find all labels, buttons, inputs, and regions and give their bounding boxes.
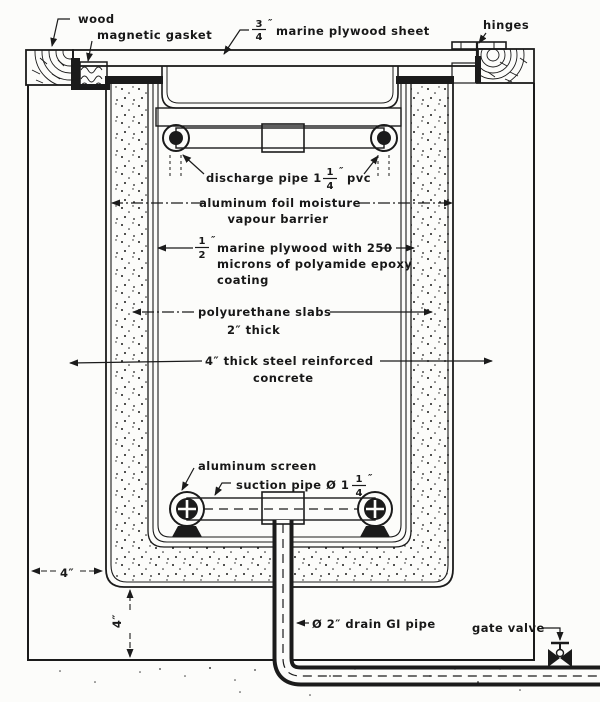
wood-grain <box>477 49 528 83</box>
screen-cross-right <box>366 500 384 518</box>
discharge-port-left-core <box>169 131 183 145</box>
screen-base-left <box>172 526 202 537</box>
foil-label-line1: aluminum foil moisture <box>199 196 361 210</box>
lid-inner-board <box>155 107 402 127</box>
concrete-line1: 4″ thick steel reinforced <box>205 354 374 368</box>
plywood-sheet-label: marine plywood sheet <box>276 24 430 38</box>
label-wall-plywood: 1 2 ″ marine plywood with 250 microns of… <box>157 235 415 287</box>
fraction-numerator: 1 <box>199 236 206 247</box>
dimension-slab-thickness: 4″ <box>110 589 134 658</box>
wall-plywood-line3: coating <box>217 273 269 287</box>
label-gate-valve: gate valve <box>472 621 564 641</box>
discharge-junction-box <box>261 123 305 153</box>
valve-bonnet <box>555 648 565 658</box>
polyurethane-line2: 2″ thick <box>227 323 280 337</box>
wall-plywood-line1: marine plywood with 250 <box>217 241 392 255</box>
discharge-pipe-assembly <box>162 123 398 179</box>
inch-mark: ″ <box>268 18 273 29</box>
label-hinges: hinges <box>478 18 529 44</box>
polyurethane-insulation <box>113 84 449 581</box>
wood-grain <box>31 50 73 85</box>
screen-cross-left <box>178 500 196 518</box>
tank-rim-left <box>105 76 163 84</box>
label-polyurethane: polyurethane slabs 2″ thick <box>132 305 433 337</box>
inch-mark: ″ <box>368 473 373 484</box>
fraction-denominator: 4 <box>327 181 334 192</box>
label-discharge-pipe: discharge pipe 1 1 4 ″ pvc <box>182 154 379 192</box>
tank-rim-right <box>396 76 454 84</box>
magnetic-gasket-label: magnetic gasket <box>97 28 212 42</box>
drain-pipe <box>272 520 600 687</box>
dim-horizontal-text: 4″ <box>60 566 74 580</box>
fraction-numerator: 3 <box>256 19 263 30</box>
inch-mark: ″ <box>211 235 216 246</box>
magnetic-gasket <box>79 61 108 90</box>
screen-base-right <box>360 526 390 537</box>
label-suction-pipe: suction pipe Ø 1 1 4 ″ <box>214 473 373 499</box>
wall-plywood-line2: microns of polyamide epoxy <box>217 257 412 271</box>
label-aluminum-screen: aluminum screen <box>181 459 317 491</box>
foil-label-line2: vapour barrier <box>228 212 329 226</box>
aluminum-screen-label: aluminum screen <box>198 459 317 473</box>
label-magnetic-gasket: magnetic gasket <box>86 28 212 62</box>
gasket-seat <box>74 84 110 90</box>
drip-marks <box>169 155 390 179</box>
gate-valve <box>548 641 572 667</box>
annotations: wood magnetic gasket 3 4 ″ marine plywoo… <box>31 12 564 658</box>
discharge-port-right <box>370 124 398 152</box>
fraction-numerator: 1 <box>327 167 334 178</box>
hinges-label: hinges <box>483 18 529 32</box>
gate-valve-label: gate valve <box>472 621 545 635</box>
suction-label: suction pipe Ø 1 <box>236 478 349 492</box>
inch-mark: ″ <box>339 166 344 177</box>
label-plywood-sheet: 3 4 ″ marine plywood sheet <box>223 18 430 55</box>
concrete-line2: concrete <box>253 371 314 385</box>
lid-insulation <box>166 65 394 104</box>
dim-vertical-text: 4″ <box>110 614 124 628</box>
ground-texture <box>59 666 521 696</box>
suction-junction-box <box>261 491 305 525</box>
label-drain-pipe: Ø 2″ drain GI pipe <box>296 617 436 631</box>
label-concrete: 4″ thick steel reinforced concrete <box>69 354 493 385</box>
fraction-denominator: 4 <box>356 488 363 499</box>
label-wood: wood <box>50 12 115 47</box>
suction-screen-left <box>169 491 205 527</box>
dimension-wall-thickness: 4″ <box>31 566 103 580</box>
drain-label: Ø 2″ drain GI pipe <box>312 617 436 631</box>
discharge-port-right-core <box>377 131 391 145</box>
wood-label: wood <box>78 12 115 26</box>
fraction-denominator: 2 <box>199 250 206 261</box>
suction-screen-right <box>357 491 393 527</box>
fraction-denominator: 4 <box>256 32 263 43</box>
fraction-numerator: 1 <box>356 474 363 485</box>
polyurethane-line1: polyurethane slabs <box>198 305 331 319</box>
discharge-label-suffix: pvc <box>347 171 371 185</box>
lid-edge <box>71 58 80 90</box>
discharge-port-left <box>162 124 190 152</box>
discharge-label: discharge pipe 1 <box>206 171 322 185</box>
valve-body <box>548 649 572 667</box>
label-foil-barrier: aluminum foil moisture vapour barrier <box>111 196 453 226</box>
